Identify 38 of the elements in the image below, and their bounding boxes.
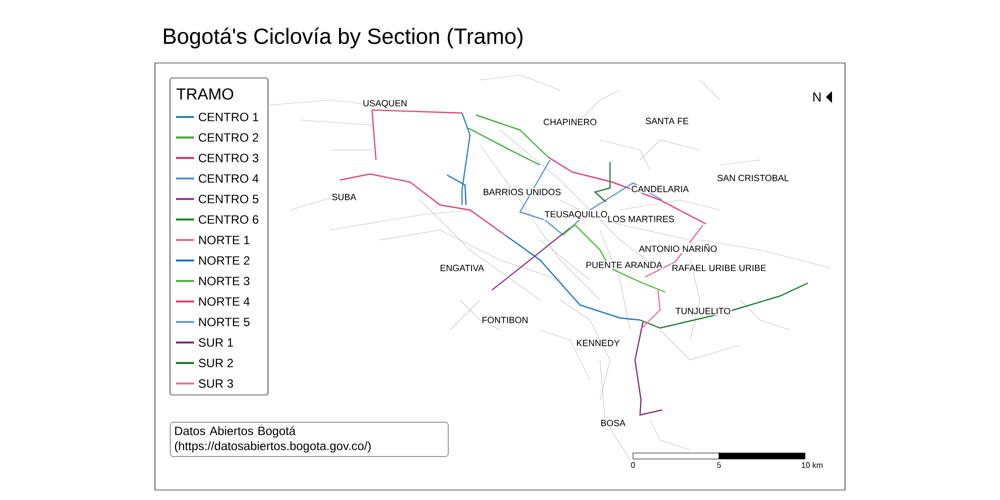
legend-label: SUR 2 xyxy=(198,358,233,368)
district-label: LOS MARTIRES xyxy=(608,216,674,222)
legend-label: NORTE 1 xyxy=(199,236,250,244)
legend-label: CENTRO 1 xyxy=(198,112,258,122)
legend-label: CENTRO 5 xyxy=(198,194,258,204)
district-label: CANDELARIA xyxy=(632,186,689,192)
district-label: BOSA xyxy=(601,420,626,426)
legend-label: NORTE 3 xyxy=(199,276,250,286)
title: Bogotá's Ciclovía by Section (Tramo) xyxy=(164,28,522,48)
scale-label: 10 km xyxy=(802,462,822,468)
district-label: ANTONIO NARIÑO xyxy=(638,244,717,252)
legend-label: NORTE 4 xyxy=(199,297,250,306)
scale-label: 5 xyxy=(717,462,721,468)
district-label: FONTIBON xyxy=(482,316,528,324)
legend-label: CENTRO 3 xyxy=(198,154,258,162)
legend-label: SUR 3 xyxy=(198,379,233,388)
district-label: TUNJUELITO xyxy=(676,308,730,314)
district-label: SAN CRISTOBAL xyxy=(718,174,789,182)
district-label: BARRIOS UNIDOS xyxy=(484,188,561,196)
district-label: TEUSAQUILLO xyxy=(544,211,608,219)
district-label: SUBA xyxy=(332,194,356,200)
legend-label: SUR 1 xyxy=(198,338,233,347)
legend-label: NORTE 5 xyxy=(199,318,250,326)
district-label: CHAPINERO xyxy=(544,118,596,126)
district-label: RAFAEL URIBE URIBE xyxy=(672,264,766,272)
scale-label: 0 xyxy=(631,462,635,468)
legend-label: CENTRO 6 xyxy=(198,215,258,224)
district-label: SANTA FE xyxy=(646,118,688,124)
legend-label: CENTRO 4 xyxy=(198,174,258,183)
legend-label: CENTRO 2 xyxy=(198,133,258,142)
legend-title: TRAMO xyxy=(176,88,234,100)
source-note: Datos Abiertos Bogotá (https://datosabiertos.bogota.gov.co/) xyxy=(170,422,448,457)
north-label: N xyxy=(813,92,821,102)
district-label: KENNEDY xyxy=(577,340,620,346)
legend-label: NORTE 2 xyxy=(199,256,250,265)
district-label: ENGATIVA xyxy=(440,264,484,272)
district-label: USAQUEN xyxy=(363,100,407,108)
district-label: PUENTE ARANDA xyxy=(586,262,662,268)
